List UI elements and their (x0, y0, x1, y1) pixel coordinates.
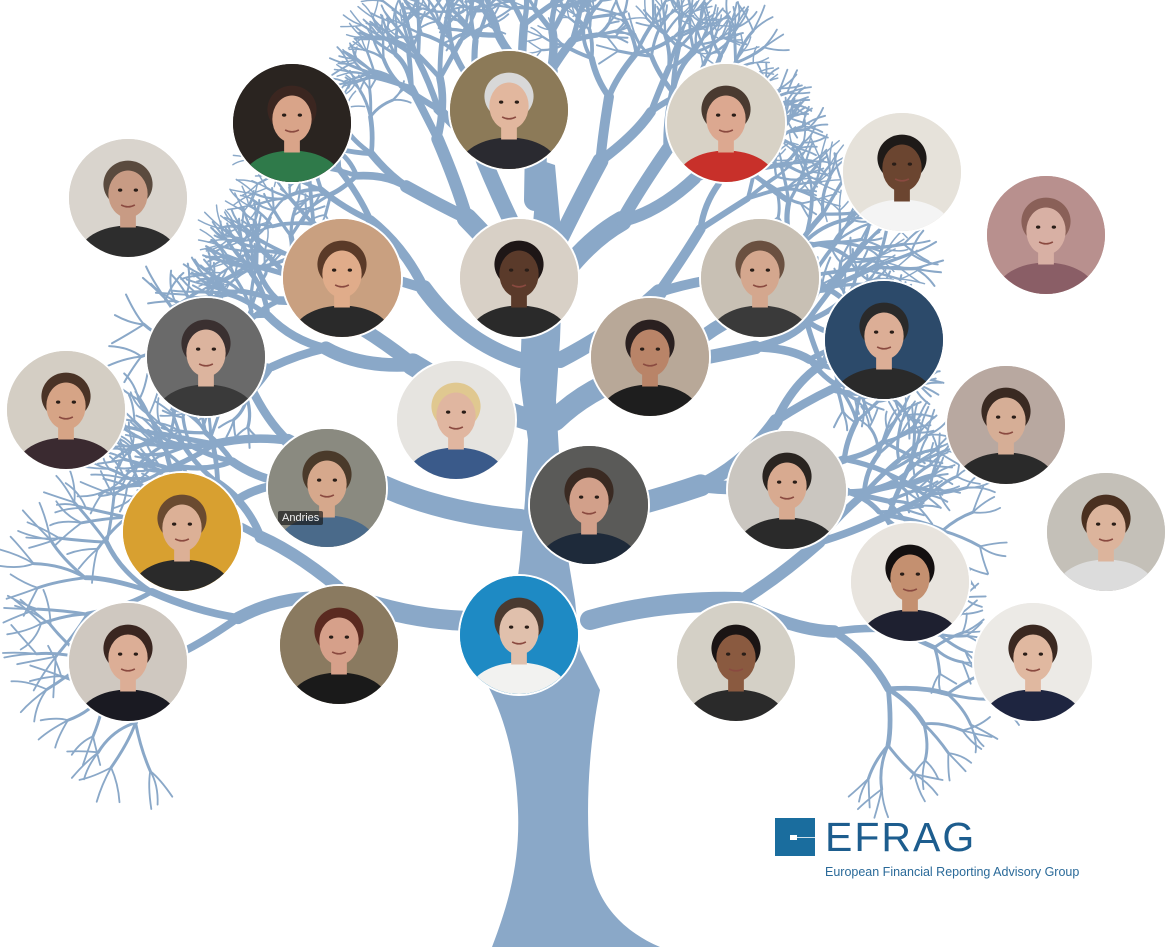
person-avatar-icon (947, 366, 1065, 484)
participant-photo (458, 574, 580, 696)
participant-name-tag: Andries (278, 511, 324, 525)
person-avatar-icon (530, 446, 648, 564)
person-avatar-icon (667, 64, 785, 182)
participant-photo (985, 174, 1107, 296)
participant-photo (281, 217, 403, 339)
participant-photo (528, 444, 650, 566)
efrag-wordmark: EFRAG (825, 814, 977, 860)
person-avatar-icon (677, 603, 795, 721)
person-avatar-icon (268, 429, 386, 547)
person-avatar-icon (69, 603, 187, 721)
participant-photo (945, 364, 1067, 486)
participant-photo (1045, 471, 1167, 593)
participant-photo (972, 601, 1094, 723)
participant-photo (121, 471, 243, 593)
participant-photo (231, 62, 353, 184)
person-avatar-icon (147, 298, 265, 416)
participant-photo (665, 62, 787, 184)
participant-photo (589, 296, 711, 418)
efrag-logo-mark-icon (775, 818, 815, 856)
person-avatar-icon (701, 219, 819, 337)
person-avatar-icon (69, 139, 187, 257)
person-avatar-icon (7, 351, 125, 469)
participant-photo (458, 217, 580, 339)
participant-photo (823, 279, 945, 401)
person-avatar-icon (460, 576, 578, 694)
person-avatar-icon (1047, 473, 1165, 591)
person-avatar-icon (460, 219, 578, 337)
person-avatar-icon (233, 64, 351, 182)
person-avatar-icon (974, 603, 1092, 721)
person-avatar-icon (450, 51, 568, 169)
person-avatar-icon (591, 298, 709, 416)
person-avatar-icon (851, 523, 969, 641)
participant-photo (675, 601, 797, 723)
person-avatar-icon (728, 431, 846, 549)
participant-photo (67, 137, 189, 259)
person-avatar-icon (825, 281, 943, 399)
participant-photo (726, 429, 848, 551)
person-avatar-icon (123, 473, 241, 591)
participant-photo (145, 296, 267, 418)
efrag-subtitle: European Financial Reporting Advisory Gr… (825, 865, 1080, 879)
participant-photo (841, 111, 963, 233)
participant-photo (67, 601, 189, 723)
participant-photo (278, 584, 400, 706)
participant-photo (699, 217, 821, 339)
participant-photo (5, 349, 127, 471)
participant-photo: Andries (266, 427, 388, 549)
person-avatar-icon (987, 176, 1105, 294)
participant-photo (448, 49, 570, 171)
efrag-logo: EFRAG European Financial Reporting Advis… (775, 814, 1105, 888)
person-avatar-icon (397, 361, 515, 479)
participant-photo (849, 521, 971, 643)
participant-photo (395, 359, 517, 481)
person-avatar-icon (843, 113, 961, 231)
person-avatar-icon (283, 219, 401, 337)
person-avatar-icon (280, 586, 398, 704)
